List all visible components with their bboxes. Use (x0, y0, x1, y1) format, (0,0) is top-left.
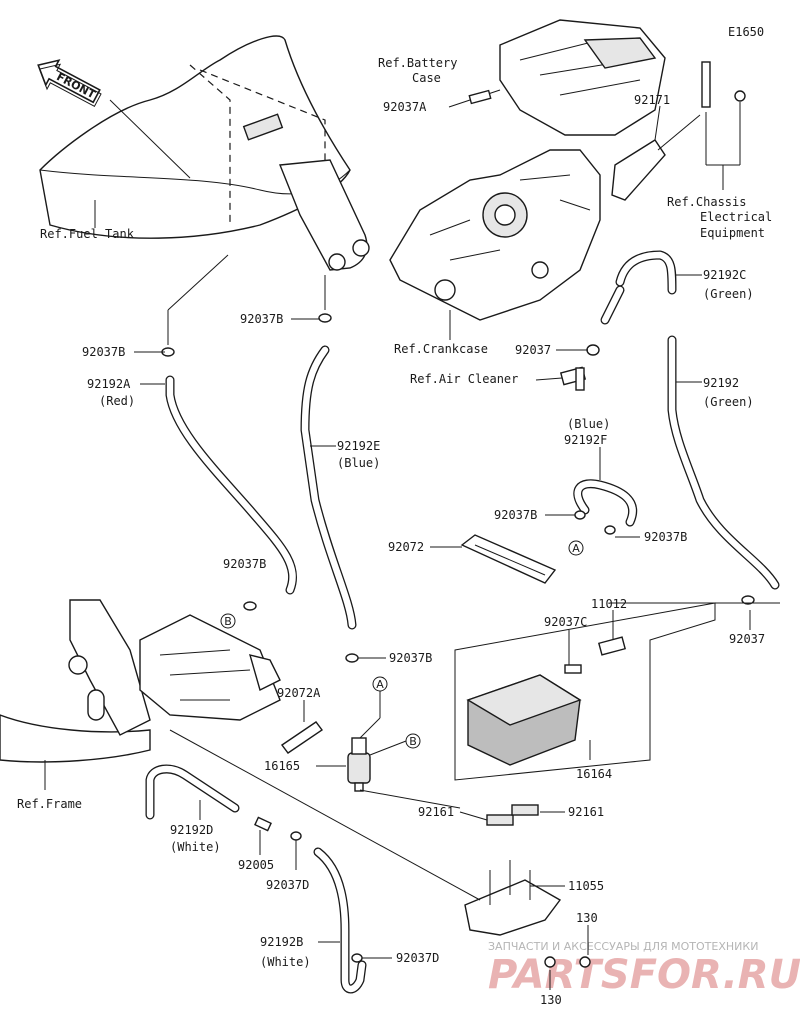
label-green-c: (Green) (703, 287, 754, 301)
label-92037B-f1: 92037B (494, 508, 537, 522)
clamp-92171 (611, 114, 701, 201)
label-blue-e: (Blue) (337, 456, 380, 470)
canister-16164 (466, 664, 582, 766)
marker-b2: B (405, 733, 421, 749)
label-blue-f: (Blue) (567, 417, 610, 431)
label-92037B-mid: 92037B (389, 651, 432, 665)
label-92161-b: 92161 (568, 805, 604, 819)
hose-92192F (573, 479, 638, 527)
label-92037B-f2: 92037B (644, 530, 687, 544)
hose-92192C (615, 250, 677, 295)
label-92161-a: 92161 (418, 805, 454, 819)
label-11055: 11055 (568, 879, 604, 893)
label-92037B-b: 92037B (223, 557, 266, 571)
svg-text:A: A (376, 678, 384, 691)
label-130-b: 130 (540, 993, 562, 1007)
fitting-92005 (254, 816, 272, 832)
hose-92192 (667, 335, 780, 590)
fuel-tank (39, 35, 370, 271)
label-92005: 92005 (238, 858, 274, 872)
label-92037B-top: 92037B (240, 312, 283, 326)
front-arrow-icon: FRONT (37, 59, 102, 107)
hose-short (600, 285, 625, 325)
watermark-caption: ЗАПЧАСТИ И АКСЕССУАРЫ ДЛЯ МОТОТЕХНИКИ (488, 940, 758, 953)
label-92192B: 92192B (260, 935, 303, 949)
pipe-11012 (597, 636, 627, 656)
label-92192C: 92192C (703, 268, 746, 282)
marker-a1: A (568, 540, 584, 556)
chassis-bracket (701, 61, 746, 166)
label-92037-right: 92037 (729, 632, 765, 646)
marker-b1: B (220, 613, 236, 629)
label-green: (Green) (703, 395, 754, 409)
label-ref-air-cleaner: Ref.Air Cleaner (410, 372, 518, 386)
hose-92192B (313, 847, 367, 994)
fuel-filter-16165 (347, 737, 371, 792)
label-92037B-left: 92037B (82, 345, 125, 359)
svg-text:B: B (224, 615, 232, 628)
label-ref-crankcase: Ref.Crankcase (394, 342, 488, 356)
label-92037D-b: 92037D (396, 951, 439, 965)
label-92171: 92171 (634, 93, 670, 107)
clamps (161, 313, 755, 963)
label-92192E: 92192E (337, 439, 380, 453)
label-92037A: 92037A (383, 100, 427, 114)
label-130-a: 130 (576, 911, 598, 925)
label-white-d: (White) (170, 840, 221, 854)
label-ref-frame: Ref.Frame (17, 797, 82, 811)
label-92192D: 92192D (170, 823, 213, 837)
label-92037D-a: 92037D (266, 878, 309, 892)
svg-text:A: A (572, 542, 580, 555)
bracket-11055 (464, 804, 591, 968)
hose-92192A (165, 375, 298, 595)
label-92037: 92037 (515, 343, 551, 357)
label-white-b: (White) (260, 955, 311, 969)
label-ref-chassis-1: Ref.Chassis (667, 195, 746, 209)
diagram-code: E1650 (728, 25, 764, 39)
label-92072A: 92072A (277, 686, 321, 700)
label-ref-chassis-3: Equipment (700, 226, 765, 240)
label-red: (Red) (99, 394, 135, 408)
watermark: ЗАПЧАСТИ И АКСЕССУАРЫ ДЛЯ МОТОТЕХНИКИ PA… (488, 940, 800, 998)
marker-a2: A (372, 676, 388, 692)
label-ref-chassis-2: Electrical (700, 210, 772, 224)
air-cleaner-fitting (559, 366, 587, 391)
label-ref-battery-1: Ref.Battery (378, 56, 457, 70)
strap-92072A (280, 721, 324, 754)
label-16164: 16164 (576, 767, 612, 781)
label-16165: 16165 (264, 759, 300, 773)
label-92192A: 92192A (87, 377, 131, 391)
label-ref-battery-2: Case (412, 71, 441, 85)
label-92037C: 92037C (544, 615, 587, 629)
leader-lines (44, 99, 780, 990)
watermark-brand: PARTSFOR.RU (488, 952, 800, 998)
strap-92072 (460, 534, 557, 584)
svg-text:B: B (409, 735, 417, 748)
crankcase (389, 149, 601, 321)
frame (0, 599, 281, 763)
label-11012: 11012 (591, 597, 627, 611)
label-92192F: 92192F (564, 433, 607, 447)
label-92072: 92072 (388, 540, 424, 554)
part-labels: Ref.Battery Case 92037A 92171 Ref.Chassi… (17, 56, 772, 1007)
label-92192: 92192 (703, 376, 739, 390)
hose-92192D (145, 764, 240, 820)
label-ref-fuel-tank: Ref.Fuel Tank (40, 227, 135, 241)
battery-case (468, 19, 666, 136)
hose-92192E (300, 345, 357, 630)
